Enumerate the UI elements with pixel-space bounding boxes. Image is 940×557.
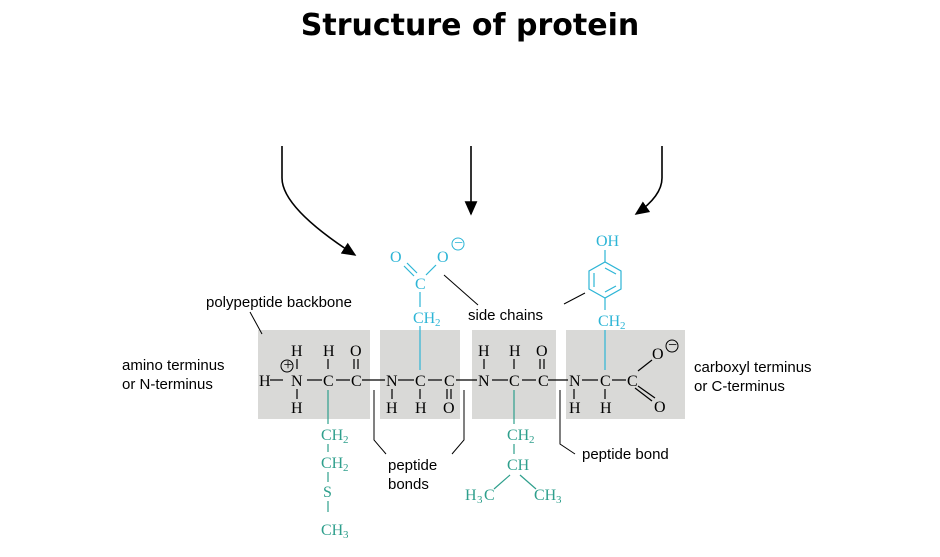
svg-text:H: H [259, 373, 271, 390]
positive-charge-icon [280, 359, 294, 373]
residue-box-1 [258, 330, 370, 419]
svg-text:CH: CH [598, 313, 621, 330]
svg-text:O: O [652, 346, 664, 363]
svg-text:H: H [291, 400, 303, 417]
residue-box-4 [566, 330, 685, 419]
peptide-bonds-label-line1: peptide [388, 457, 437, 474]
backbone-bonds [270, 359, 656, 402]
svg-text:O: O [536, 343, 548, 360]
peptide-bonds-label-line2: bonds [388, 476, 429, 493]
peptide-bonds-bracket [373, 390, 465, 455]
svg-text:−: − [668, 337, 677, 354]
side-chain-tyrosine: CH 2 OH [588, 233, 626, 370]
svg-text:H: H [323, 343, 335, 360]
backbone-atoms: H + H N H H C O C N H C H C O N H C H O … [259, 337, 679, 417]
svg-text:C: C [600, 373, 611, 390]
svg-text:CH: CH [507, 457, 530, 474]
svg-text:C: C [323, 373, 334, 390]
svg-text:N: N [569, 373, 581, 390]
svg-text:CH: CH [413, 310, 436, 327]
peptide-bond-bracket [559, 390, 576, 455]
svg-text:CH: CH [321, 455, 344, 472]
svg-text:C: C [509, 373, 520, 390]
svg-text:H: H [509, 343, 521, 360]
svg-text:OH: OH [596, 233, 620, 250]
svg-text:H: H [478, 343, 490, 360]
c-terminus-label: or C-terminus [694, 378, 785, 395]
svg-text:3: 3 [556, 494, 562, 506]
svg-text:CH: CH [507, 427, 530, 444]
svg-text:2: 2 [529, 434, 535, 446]
svg-text:S: S [323, 484, 332, 501]
amino-terminus-label: amino terminus [122, 357, 225, 374]
svg-text:C: C [538, 373, 549, 390]
backbone-leader-line [249, 311, 263, 335]
svg-text:CH: CH [534, 487, 557, 504]
svg-text:O: O [654, 399, 666, 416]
svg-text:C: C [351, 373, 362, 390]
negative-charge-icon [665, 339, 679, 353]
side-chain-leader-2 [563, 292, 586, 305]
svg-text:3: 3 [477, 494, 483, 506]
svg-text:H: H [569, 400, 581, 417]
side-chains-label: side chains [468, 307, 543, 324]
svg-text:H: H [465, 487, 477, 504]
svg-text:H: H [291, 343, 303, 360]
svg-text:2: 2 [620, 320, 626, 332]
arrow-right [634, 146, 663, 215]
side-chain-methionine: CH 2 CH 2 S CH 3 [321, 390, 349, 541]
svg-text:C: C [627, 373, 638, 390]
backbone-label: polypeptide backbone [206, 294, 352, 311]
svg-text:2: 2 [343, 434, 349, 446]
svg-text:H: H [386, 400, 398, 417]
svg-text:C: C [415, 373, 426, 390]
svg-text:2: 2 [343, 462, 349, 474]
svg-text:N: N [478, 373, 490, 390]
side-chain-leucine: CH 2 CH H 3 C CH 3 [465, 390, 562, 506]
carboxyl-terminus-label: carboxyl terminus [694, 359, 812, 376]
svg-text:C: C [444, 373, 455, 390]
svg-text:H: H [415, 400, 427, 417]
side-chain-leader-1 [443, 274, 479, 306]
svg-text:C: C [415, 276, 426, 293]
svg-text:O: O [390, 249, 402, 266]
svg-text:O: O [350, 343, 362, 360]
arrow-left [281, 146, 357, 256]
svg-text:H: H [600, 400, 612, 417]
n-terminus-label: or N-terminus [122, 376, 213, 393]
negative-charge-icon [451, 237, 465, 251]
svg-text:N: N [291, 373, 303, 390]
svg-text:O: O [437, 249, 449, 266]
peptide-bond-label: peptide bond [582, 446, 669, 463]
svg-text:CH: CH [321, 522, 344, 539]
svg-text:3: 3 [343, 529, 349, 541]
svg-text:CH: CH [321, 427, 344, 444]
svg-text:−: − [454, 235, 463, 252]
svg-text:+: + [284, 357, 293, 374]
page-title: Structure of protein [300, 8, 640, 43]
side-chain-aspartate: CH 2 C O O − [390, 235, 465, 370]
svg-text:N: N [386, 373, 398, 390]
svg-text:C: C [484, 487, 495, 504]
svg-text:2: 2 [435, 317, 441, 329]
svg-text:O: O [443, 400, 455, 417]
